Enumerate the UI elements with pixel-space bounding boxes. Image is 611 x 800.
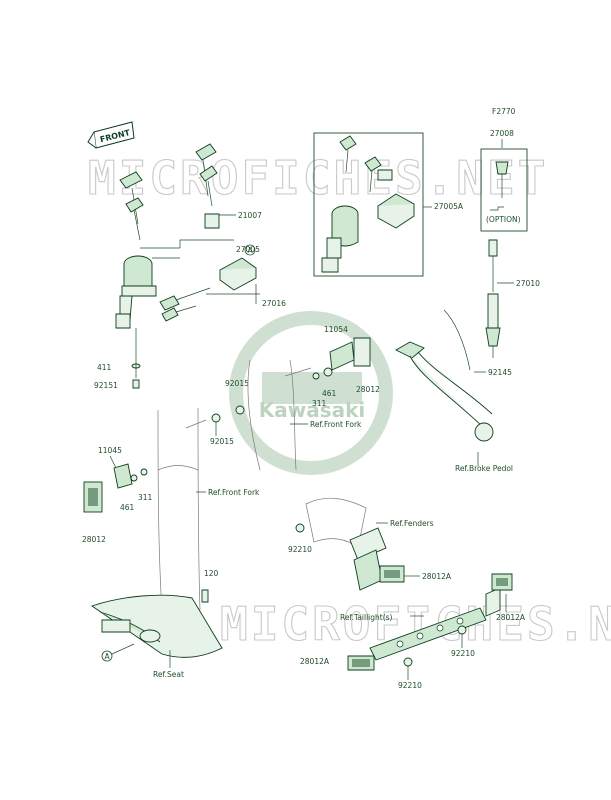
- ref-fenders-ghost: [305, 497, 367, 549]
- label-27010: 27010: [516, 279, 540, 288]
- label-411: 411: [97, 363, 112, 372]
- label-ref-brake-pedal: Ref.Broke Pedol: [455, 464, 513, 473]
- label-ref-fenders: Ref.Fenders: [390, 519, 434, 528]
- label-27016: 27016: [262, 299, 286, 308]
- bracket-11054: [312, 337, 371, 380]
- label-92015-a: 92015: [225, 379, 249, 388]
- label-28012-left: 28012: [82, 535, 106, 544]
- bracket-11045: [113, 463, 148, 489]
- callout-a-top: A: [248, 246, 254, 255]
- label-ref-front-fork-1: Ref.Front Fork: [310, 420, 362, 429]
- ignition-switch-27005: [115, 143, 257, 329]
- label-28012A-b: 28012A: [496, 613, 526, 622]
- front-arrow-icon: FRONT: [87, 121, 135, 149]
- label-ref-taillight: Ref.Taillight(s): [340, 613, 393, 622]
- reflector-28012A-right: [491, 573, 513, 591]
- label-28012-mid: 28012: [356, 385, 380, 394]
- option-key-27008: (OPTION): [480, 148, 528, 232]
- watermark-top: MICROFICHES.NET: [88, 151, 548, 205]
- reflector-28012A-bottom: [347, 655, 375, 671]
- figure-code: F2770: [492, 107, 516, 116]
- label-92210-c: 92210: [398, 681, 422, 690]
- label-311-mid: 311: [312, 399, 327, 408]
- label-11045: 11045: [98, 446, 122, 455]
- option-text: (OPTION): [486, 215, 521, 224]
- label-28012A-c: 28012A: [300, 657, 330, 666]
- label-28012A-a: 28012A: [422, 572, 452, 581]
- reflector-28012-left: [83, 481, 103, 513]
- ref-front-fork-ghost-1: [247, 359, 312, 471]
- label-92151: 92151: [94, 381, 118, 390]
- label-92210-a: 92210: [288, 545, 312, 554]
- label-ref-front-fork-2: Ref.Front Fork: [208, 488, 260, 497]
- label-11054: 11054: [324, 325, 348, 334]
- label-120: 120: [204, 569, 219, 578]
- label-27008: 27008: [490, 129, 514, 138]
- callout-a-bottom: A: [105, 652, 111, 661]
- ref-seat-grab-bar: [90, 594, 223, 658]
- label-ref-seat: Ref.Seat: [153, 670, 184, 679]
- label-27005: 27005: [236, 245, 260, 254]
- fender-bracket: [349, 527, 405, 591]
- label-27005A: 27005A: [434, 202, 464, 211]
- brake-pedal-ref: [395, 309, 494, 442]
- logo-text: Kawasaki: [259, 398, 366, 422]
- label-92145: 92145: [488, 368, 512, 377]
- label-21007: 21007: [238, 211, 262, 220]
- label-92015-b: 92015: [210, 437, 234, 446]
- ignition-kit-27005A: [313, 132, 432, 277]
- ref-front-fork-ghost-2: [157, 407, 207, 611]
- label-92210-b: 92210: [451, 649, 475, 658]
- label-461-mid: 461: [322, 389, 337, 398]
- switch-27010: [485, 239, 501, 358]
- label-461-left: 461: [120, 503, 135, 512]
- kawasaki-logo-watermark: Kawasaki: [229, 311, 393, 475]
- label-311-left: 311: [138, 493, 153, 502]
